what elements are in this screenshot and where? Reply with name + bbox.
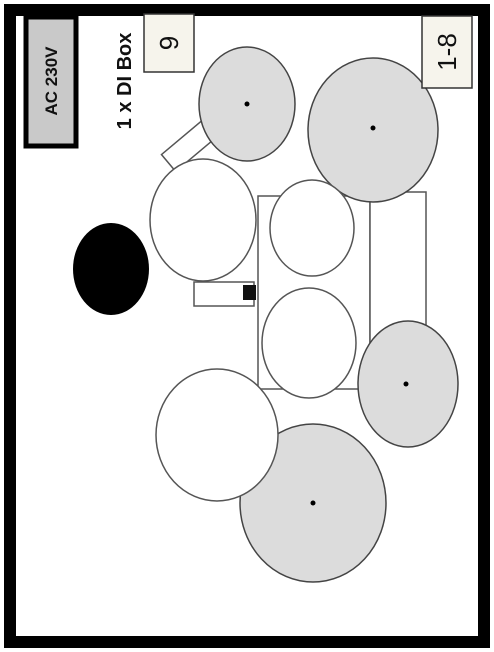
channel-1-8-label: 1-8 [432, 33, 462, 71]
rack-tom-1 [270, 180, 354, 276]
floor-tom [156, 369, 278, 501]
ride-mic-dot [371, 126, 376, 131]
hihat-mic-dot [245, 102, 250, 107]
crash-mic-dot [404, 382, 409, 387]
kick-pedal-beater [243, 285, 256, 300]
china-mic-dot [311, 501, 316, 506]
di-box-label: 1 x DI Box [114, 33, 136, 130]
channel-9-label: 9 [154, 36, 184, 50]
rack-tom-2 [262, 288, 356, 398]
power-label: AC 230V [42, 46, 61, 116]
drum-stool-icon [73, 223, 149, 315]
snare-drum [150, 159, 256, 281]
